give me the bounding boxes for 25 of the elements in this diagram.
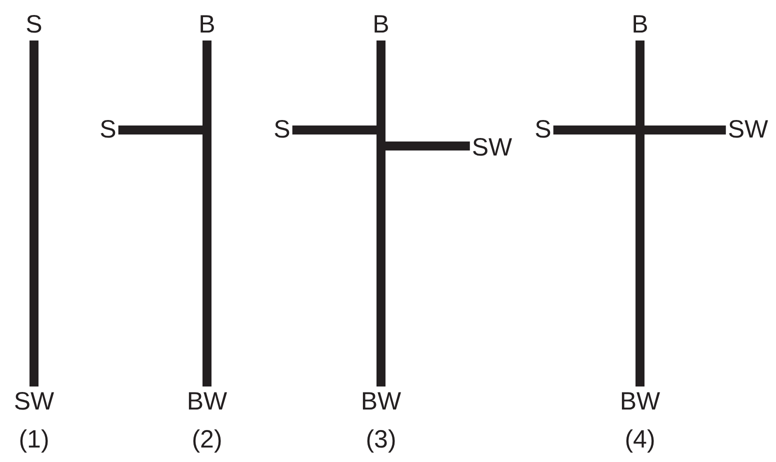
node-label: BW bbox=[358, 388, 404, 416]
node-label: SW bbox=[726, 116, 770, 144]
node-label: S bbox=[24, 12, 44, 38]
node-label: B bbox=[370, 12, 392, 38]
line bbox=[385, 142, 470, 150]
line bbox=[202, 40, 212, 386]
node-label: BW bbox=[618, 388, 662, 416]
line bbox=[553, 126, 726, 134]
node-label: B bbox=[630, 12, 650, 38]
line bbox=[118, 126, 204, 134]
node-label: BW bbox=[184, 388, 230, 416]
line bbox=[292, 126, 378, 134]
figure-number: (3) bbox=[366, 428, 396, 452]
node-label: SW bbox=[12, 388, 56, 416]
line bbox=[30, 40, 38, 386]
node-label: SW bbox=[470, 134, 514, 162]
node-label: S bbox=[98, 116, 118, 144]
node-label: S bbox=[532, 116, 554, 144]
figure-number: (4) bbox=[624, 428, 656, 452]
figure-number: (2) bbox=[192, 428, 222, 452]
node-label: B bbox=[196, 12, 218, 38]
node-label: S bbox=[272, 116, 292, 144]
line bbox=[636, 40, 644, 386]
figure-number: (1) bbox=[18, 428, 50, 452]
line bbox=[376, 40, 386, 386]
